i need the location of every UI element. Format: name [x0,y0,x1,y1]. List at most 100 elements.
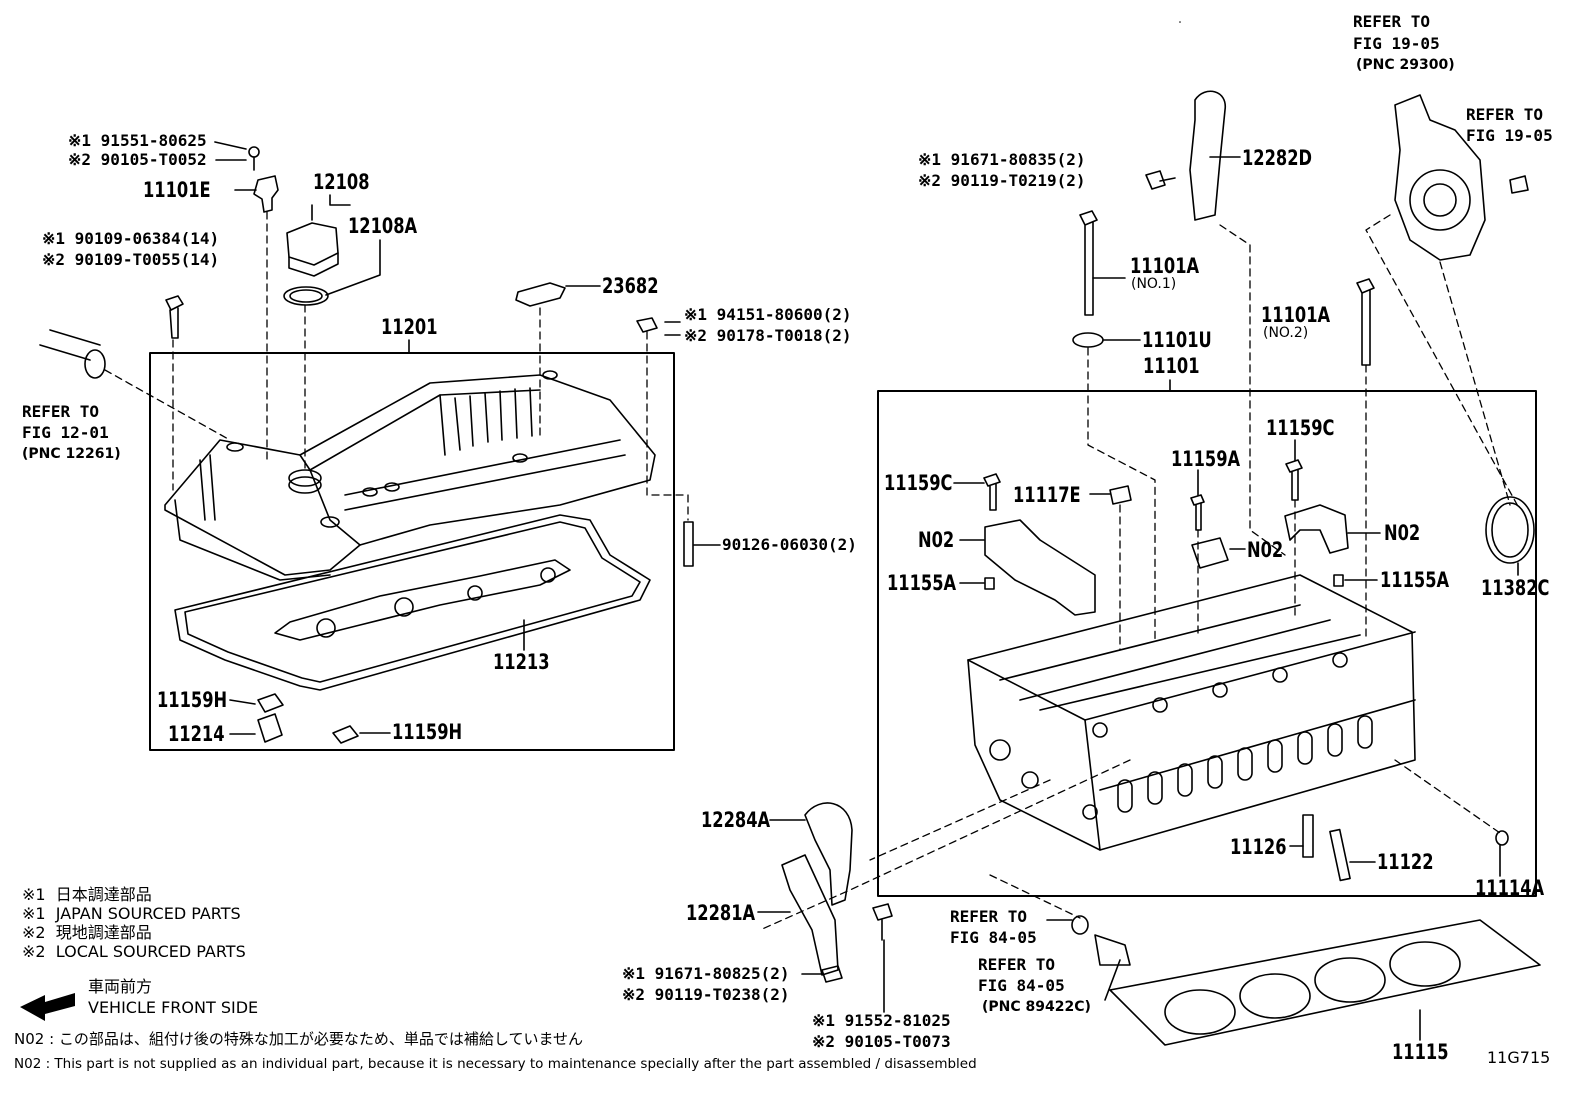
legend-item: ※2 LOCAL SOURCED PARTS [22,942,246,961]
engine-hanger-icon-2 [781,854,839,976]
dowel-pin-icon [984,577,995,590]
refer-note: (PNC 29300) [1356,57,1455,73]
part-number: 11126 [1230,835,1287,859]
bolt-icon [248,146,260,158]
oil-filler-cap-icon [283,222,339,306]
part-number: N02 [1247,538,1284,562]
fastener-label: ※2 90119-T0219(2) [918,171,1086,190]
part-number: 11155A [887,571,957,595]
fastener-label: ※2 90119-T0238(2) [622,985,790,1004]
part-number: 11201 [381,315,438,339]
fastener-label: ※1 94151-80600(2) [684,305,852,324]
refer-note: REFER TO [22,402,100,421]
plug-icon [1109,485,1132,505]
vehicle-front-arrow-icon [20,993,75,1021]
hanger-bolt-icon-2 [821,965,843,983]
bearing-cap-icon [984,519,1096,616]
part-number: N02 [918,528,955,552]
cylinder-head-cover-icon [164,370,656,581]
cylinder-head-icon [967,574,1416,851]
fastener-label: ※2 90105-T0052 [68,150,207,169]
bracket-23682-icon [515,282,566,307]
oil-seal-icon [1485,496,1535,564]
refer-note: REFER TO [1353,12,1431,31]
stud-bolt-icon [683,521,694,567]
drain-plug-icon [1071,915,1089,935]
legend-item: ※2 現地調達部品 [22,923,152,942]
refer-note: FIG 84-05 [978,976,1065,995]
hanger-bolt-icon [872,903,893,941]
legend-item: ※1 日本調達部品 [22,885,152,904]
bearing-cap-icon-3 [1284,504,1349,554]
pcv-hose-icon [39,329,106,379]
part-number: 11213 [493,650,550,674]
fastener-label: ※2 90178-T0018(2) [684,326,852,345]
part-number: 11214 [168,722,225,746]
grommet-icon-2 [332,725,359,744]
part-number: 12284A [701,808,771,832]
part-number: 11101U [1142,328,1212,352]
part-number: 11101 [1143,354,1200,378]
part-number: 12108 [313,170,370,194]
cam-sensor-icon [253,175,279,213]
head-cover-gasket-icon [174,514,651,691]
refer-note: (PNC 12261) [22,446,121,462]
fastener-label: ※2 90109-T0055(14) [42,250,220,269]
vacuum-pump-icon [1394,94,1486,261]
temp-sensor-icon [1094,934,1131,966]
cylinder-head-cover-box [149,352,675,751]
refer-note: (PNC 89422C) [982,999,1091,1015]
bearing-cap-icon-2 [1191,537,1229,569]
bracket-bolt-icon [1145,170,1176,190]
part-number: 11155A [1380,568,1450,592]
part-number: 11159C [1266,416,1335,440]
front-label-jp: 車両前方 [88,977,153,996]
part-number: 11159C [884,471,953,495]
part-number: N02 [1384,521,1421,545]
head-cover-bolt-icon [165,295,184,339]
part-number: 11117E [1013,483,1081,507]
figure-code: 11G715 [1487,1048,1551,1067]
refer-note: FIG 84-05 [950,928,1037,947]
footnote-jp: N02 : この部品は、組付け後の特殊な加工が必要なため、単品では補給していませ… [14,1030,584,1048]
part-number: 90126-06030(2) [722,535,857,554]
refer-note: FIG 12-01 [22,423,109,442]
fastener-label: ※1 91551-80625 [68,131,207,150]
part-number: 11115 [1392,1040,1449,1064]
part-number: 11159H [157,688,228,712]
fastener-label: ※1 91671-80835(2) [918,150,1086,169]
part-number: 11122 [1377,850,1434,874]
refer-note: REFER TO [1466,105,1544,124]
part-number: 11101A [1130,254,1200,278]
refer-note: FIG 19-05 [1466,126,1553,145]
legend-item: ※1 JAPAN SOURCED PARTS [22,904,241,923]
head-gasket-icon [1109,919,1541,1046]
part-number: 11382C [1481,576,1550,600]
part-number: 11114A [1475,876,1545,900]
cylinder-head-box [877,390,1537,897]
fastener-label: ※1 91552-81025 [812,1011,951,1030]
pump-bolt-icon [1509,175,1529,194]
head-bolt-icon [1079,210,1375,366]
dowel-pin-icon-2 [1333,574,1344,587]
part-number: 23682 [602,274,659,298]
fastener-label: ※1 90109-06384(14) [42,229,220,248]
washer-icon [1072,332,1104,348]
part-number: 11159A [1171,447,1241,471]
part-number: 12282D [1242,146,1313,170]
grommet-icon [257,693,284,713]
refer-note: REFER TO [978,955,1056,974]
part-number: 12281A [686,901,756,925]
front-label-en: VEHICLE FRONT SIDE [88,998,259,1017]
bracket-11214-icon [257,713,283,743]
part-number: 11159H [392,720,463,744]
part-number: 11101A [1261,303,1331,327]
bracket-12282d-icon [1189,90,1226,221]
footnote-en: N02 : This part is not supplied as an in… [14,1056,977,1072]
refer-note: FIG 19-05 [1353,34,1440,53]
refer-note: REFER TO [950,907,1028,926]
fastener-label: ※2 90105-T0073 [812,1032,951,1051]
nut-icon [636,317,658,333]
